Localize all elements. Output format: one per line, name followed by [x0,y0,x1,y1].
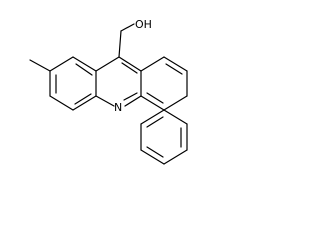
bond-r4 [163,95,188,111]
bond-c7-c8a [95,56,120,72]
bond-r5 [140,95,165,111]
bond-l5 [72,95,97,111]
bond-l1-double [75,63,93,76]
bond-l5-double [74,93,92,105]
bond-b6 [140,109,165,125]
bond-c7-c6a-double [121,62,138,74]
bond-ch2 [118,30,122,58]
bond-l1 [72,56,97,72]
bond-oh [120,23,135,32]
bond-c6a-c7 [118,56,142,72]
bond-c12b-n-double [123,92,138,101]
bond-r2-double [165,63,183,75]
bond-r5-double [146,92,164,104]
bond-b1 [163,109,188,125]
bond-l4 [49,95,74,111]
nitrogen-label: N [114,101,122,114]
bond-methyl [29,59,51,72]
molecule-diagram: OH N [29,18,188,165]
bond-r1 [140,56,165,72]
bond-c12a-n [95,95,115,107]
bond-b4 [140,149,165,165]
bond-b4-double [146,146,164,158]
bond-n-c12b [124,95,142,107]
bond-b3 [163,149,188,165]
bond-r2 [163,56,188,72]
bond-l2 [49,56,74,72]
hydroxyl-label: OH [135,18,152,31]
bond-b6-double [146,116,164,128]
